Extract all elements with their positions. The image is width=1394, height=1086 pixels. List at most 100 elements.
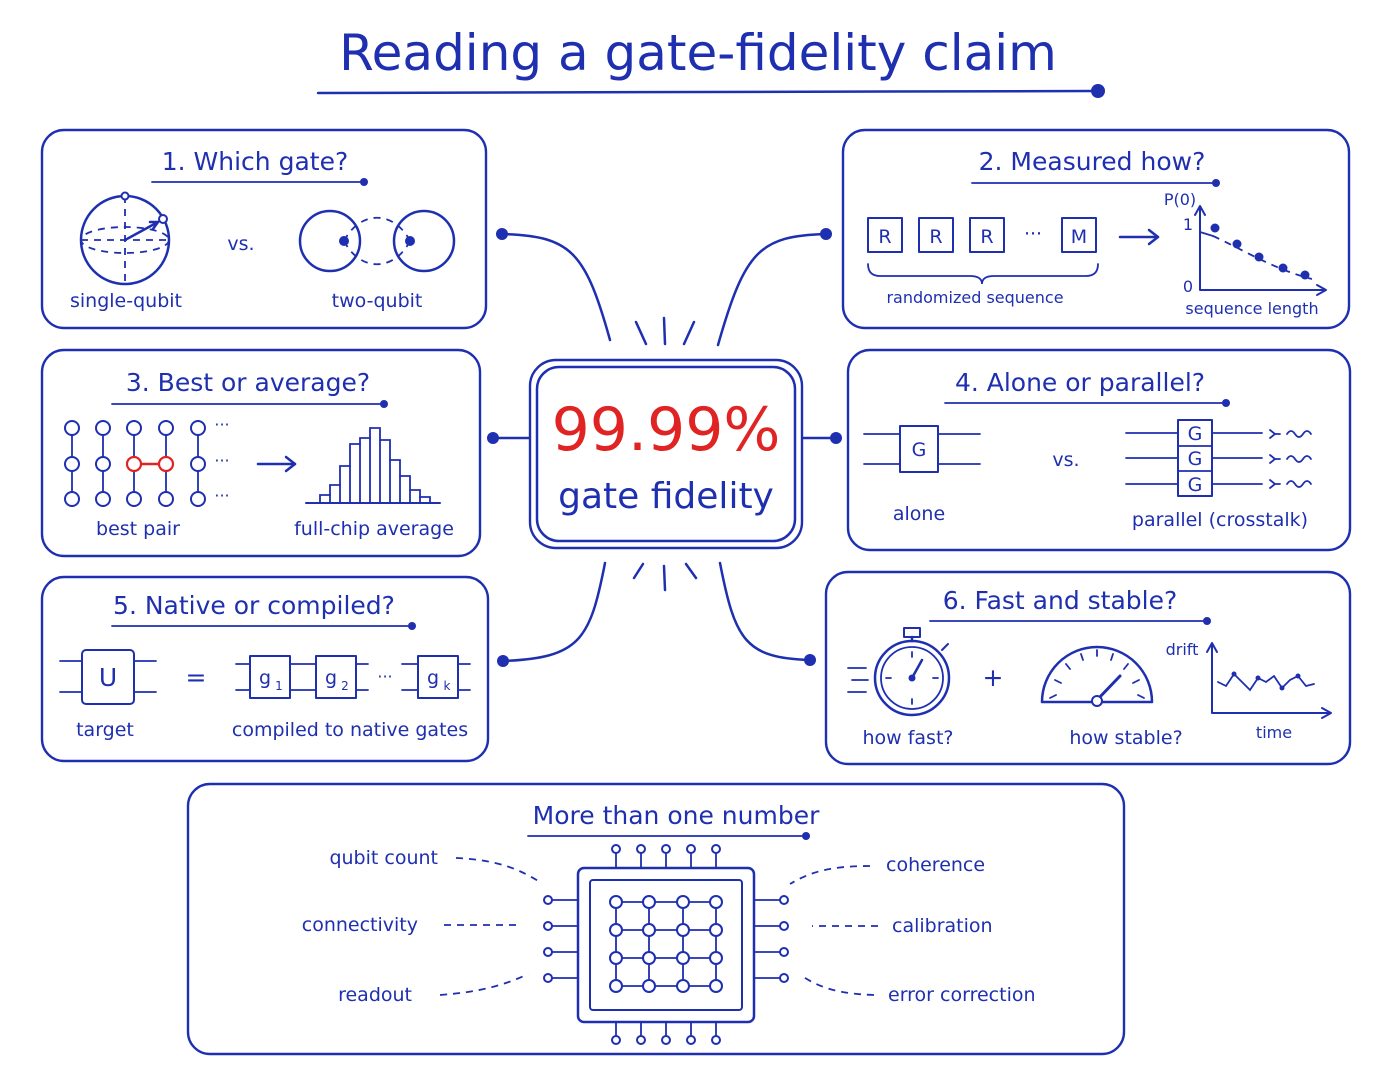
gate-u: U (99, 663, 117, 692)
gate-g-parallel-1: G (1188, 423, 1203, 445)
connectors (487, 228, 842, 667)
panel-heading: More than one number (533, 801, 820, 830)
gate-g2-subscript: 2 (341, 679, 349, 693)
stopwatch-icon (847, 627, 951, 717)
connector-p6 (718, 561, 812, 662)
metric-coherence: coherence (886, 854, 985, 876)
compiled-ellipsis: ··· (377, 667, 392, 686)
single-qubit-label: single-qubit (70, 290, 182, 312)
connector-dot-p2 (820, 228, 832, 240)
grid-ellipsis-3: ··· (214, 486, 229, 505)
gauge-icon (1040, 645, 1154, 707)
panel-alone-or-parallel: 4. Alone or parallel? G alone vs. G G G … (846, 348, 1352, 552)
connector-dot-p5 (497, 655, 509, 667)
how-fast-label: how fast? (862, 727, 953, 749)
sequence-label: randomized sequence (886, 288, 1063, 307)
panel-frame (40, 348, 482, 558)
metric-connectivity: connectivity (302, 914, 418, 936)
gate-g1: g (259, 667, 271, 689)
y-tick-zero: 0 (1183, 277, 1193, 296)
page-title: Reading a gate-fidelity claim (339, 24, 1057, 82)
grid-ellipsis-1: ··· (214, 415, 229, 434)
connector-dot-p4 (830, 432, 842, 444)
time-axis-label: time (1256, 723, 1292, 742)
panel-frame (824, 570, 1352, 766)
gate-g-alone: G (912, 439, 927, 461)
gate-r-1: R (878, 226, 891, 248)
full-chip-average-label: full-chip average (294, 518, 454, 540)
grid-ellipsis-2: ··· (214, 451, 229, 470)
title-underline-dot (1091, 84, 1105, 98)
connector-dot-p1 (496, 228, 508, 240)
best-pair-qubit-a (125, 455, 143, 473)
randomized-sequence: R R R ··· M randomized sequence (867, 217, 1099, 307)
center-card: 99.99% gate fidelity (528, 316, 804, 592)
panel-frame (40, 128, 488, 330)
center-rays (632, 316, 698, 592)
vs-label: vs. (1052, 449, 1079, 471)
gate-g-parallel-2: G (1188, 448, 1203, 470)
panel-heading: 3. Best or average? (126, 368, 370, 397)
gate-measure: M (1071, 226, 1087, 248)
arrow-icon (256, 455, 297, 473)
compiled-circuit: g 1 g 2 ··· g k (235, 655, 471, 699)
title-group: Reading a gate-fidelity claim (316, 24, 1105, 98)
compiled-label: compiled to native gates (232, 719, 468, 741)
title-underline (316, 89, 1094, 95)
crosstalk-wave-icon (1269, 429, 1312, 489)
chip-icon (543, 844, 789, 1045)
histogram-icon (305, 427, 441, 504)
equals-sign: = (186, 663, 207, 692)
y-axis-label: P(0) (1164, 190, 1196, 209)
gate-gk-subscript: k (444, 679, 451, 693)
decay-plot: P(0) 1 0 sequence length (1164, 190, 1327, 318)
gate-g2: g (325, 667, 337, 689)
parallel-gates-circuit: G G G (1125, 419, 1263, 497)
panel-heading: 6. Fast and stable? (943, 586, 1178, 615)
sequence-ellipsis: ··· (1024, 223, 1042, 245)
gate-g1-subscript: 1 (275, 679, 283, 693)
panel-fast-and-stable: 6. Fast and stable? how fast? + how stab… (824, 570, 1352, 766)
panel-more-than-one-number: More than one number (186, 782, 1126, 1056)
two-qubit-icon (298, 209, 456, 273)
fidelity-value: 99.99% (552, 395, 781, 465)
panel-which-gate: 1. Which gate? single-qubit vs. two-qubi… (40, 128, 488, 330)
connector-p5 (501, 561, 607, 663)
gate-gk: g (427, 667, 439, 689)
best-pair-label: best pair (96, 518, 180, 540)
panel-heading: 4. Alone or parallel? (955, 368, 1205, 397)
decay-solid (1199, 231, 1214, 237)
panel-best-or-average: 3. Best or average? ··· ··· ··· best pai… (40, 348, 482, 558)
best-pair-qubit-b (157, 455, 175, 473)
panel-heading: 1. Which gate? (162, 147, 349, 176)
center-frame-outer (528, 358, 804, 550)
target-gate: U (59, 649, 157, 705)
gate-r-2: R (929, 226, 942, 248)
drift-plot: drift time (1166, 640, 1332, 742)
vs-label: vs. (227, 233, 254, 255)
alone-label: alone (893, 503, 945, 525)
right-links (789, 865, 878, 996)
connector-dot-p3 (487, 432, 499, 444)
metric-qubit-count: qubit count (329, 847, 438, 869)
left-links (439, 857, 541, 996)
panel-measured-how: 2. Measured how? R R R ··· M randomized … (841, 128, 1351, 330)
metric-calibration: calibration (892, 915, 993, 937)
gate-r-3: R (980, 226, 993, 248)
connector-p1 (500, 232, 612, 342)
center-frame-inner (535, 365, 797, 543)
how-stable-label: how stable? (1069, 727, 1182, 749)
panel-frame (40, 575, 490, 763)
target-label: target (76, 719, 134, 741)
panel-heading: 2. Measured how? (979, 147, 1206, 176)
panel-frame (186, 782, 1126, 1056)
single-gate-circuit: G (863, 425, 981, 473)
x-axis-label: sequence length (1185, 299, 1318, 318)
two-qubit-label: two-qubit (332, 290, 423, 312)
y-tick-one: 1 (1183, 215, 1193, 234)
panel-heading: 5. Native or compiled? (113, 591, 395, 620)
bloch-sphere-icon (79, 191, 171, 286)
metric-readout: readout (338, 984, 412, 1006)
parallel-label: parallel (crosstalk) (1132, 509, 1308, 531)
